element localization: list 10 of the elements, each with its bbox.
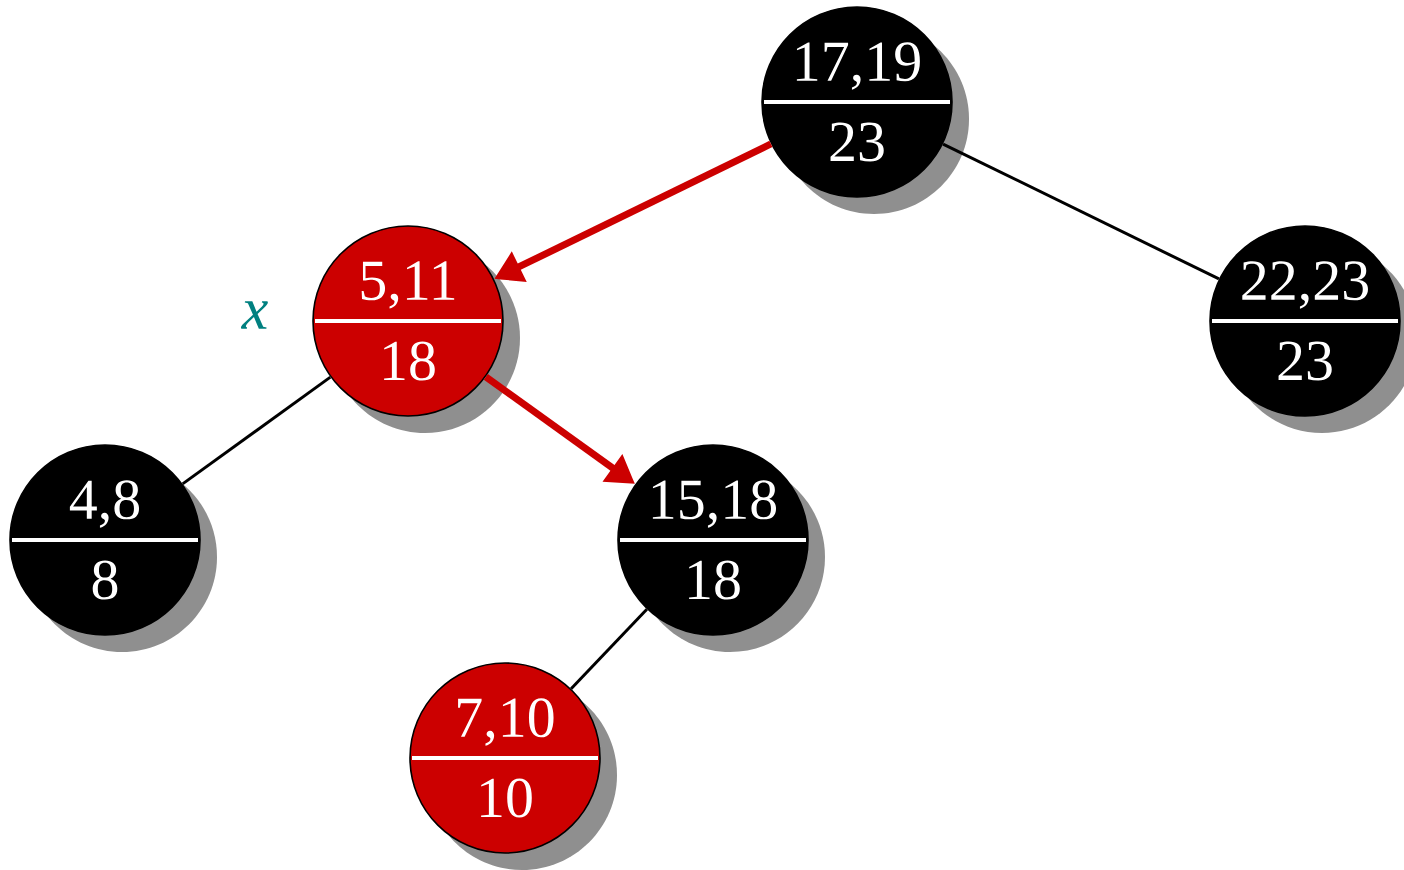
tree-node: 4,8 8 [9,444,217,652]
connector-line [942,142,1220,281]
tree-node: 22,23 23 [1209,225,1404,433]
tree-node: 7,10 10 [409,662,617,870]
node-label: x [240,301,268,329]
connector-line [181,375,332,486]
connector-line [570,608,648,690]
tree-node: 5,11 18 [312,225,520,433]
tree-node: 17,19 23 [761,6,969,214]
tree-node: 15,18 18 [617,444,825,652]
